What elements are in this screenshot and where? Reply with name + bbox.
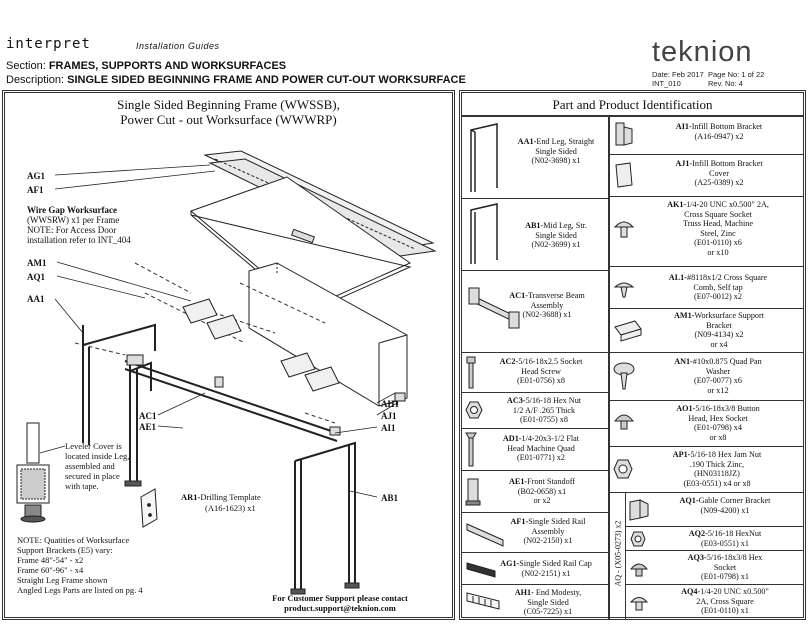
part-ag1: AG1-Single Sided Rail Cap(N02-2151) x1 (462, 553, 608, 585)
aq-group-label-strip: AQ - (X05-0273) x2 (610, 493, 626, 620)
meta-rev: Rev. No: 4 (708, 79, 743, 88)
callout-aa1: AA1 (27, 294, 45, 304)
modesty-panel-drawing (248, 262, 408, 407)
part-ah1: AH1- End Modesty,Single Sided(C05-7225) … (462, 585, 608, 620)
self-tap-screw-icon (613, 282, 635, 298)
screw-icon (465, 432, 477, 467)
bracket-cover-icon (615, 162, 633, 188)
part-ab1: AB1-Mid Leg, Str.Single Sided(N02-3699) … (462, 199, 608, 271)
parts-identification-panel: Part and Product Identification AA1-End … (459, 90, 806, 620)
part-ai1: AI1-Infill Bottom Bracket(A16-0947) x2 (610, 117, 803, 155)
callout-am1: AM1 (27, 258, 47, 268)
document-meta: Date: Feb 2017 Page No: 1 of 22 INT_010 Re… (652, 70, 764, 88)
rail-icon (466, 523, 504, 547)
worksurface-quantity-note: NOTE: Quatities of Worksurface Support B… (17, 535, 143, 595)
section-label: Section: (6, 60, 49, 72)
description-label: Description: (6, 74, 68, 86)
truss-screw-icon (630, 597, 648, 611)
corner-bracket-icon (629, 499, 649, 521)
part-aq2: AQ2-5/16-18 HexNut(E03-0551) x1 (626, 527, 803, 551)
description-value: SINGLE SIDED BEGINNING FRAME AND POWER C… (67, 74, 466, 86)
part-aq1: AQ1-Gable Corner Bracket(N09-4200) x1 (626, 493, 803, 527)
screw-icon (466, 356, 476, 389)
diagram-title: Single Sided Beginning Frame (WWSSB), Po… (5, 97, 452, 127)
leg-feet-drawing (124, 480, 360, 595)
drilling-template-label: AR1-Drilling Template (181, 492, 261, 502)
callout-aj1: AJ1 (381, 411, 397, 421)
modesty-panel-icon (466, 592, 500, 610)
callout-af1: AF1 (27, 185, 44, 195)
wire-gap-line3: installation refer to INT_404 (27, 235, 131, 245)
support-bracket-icon (614, 320, 642, 342)
callout-ab1: AB1 (381, 493, 399, 503)
truss-screw-icon (613, 221, 635, 238)
bracket-icon (615, 122, 633, 146)
aq-hardware-group: AQ - (X05-0273) x2 AQ1-Gable Corner Brac… (610, 493, 803, 620)
support-email: product.support@teknion.com (284, 603, 396, 613)
section-value: FRAMES, SUPPORTS AND WORKSURFACES (48, 60, 287, 72)
meta-page: Page No: 1 of 22 (708, 70, 765, 79)
leveler-note: Leveler Cover is located inside Leg, ass… (65, 441, 130, 491)
aq-group-label: AQ - (X05-0273) x2 (613, 520, 623, 587)
description-line: Description: SINGLE SIDED BEGINNING FRAM… (6, 74, 466, 86)
meta-date: Date: Feb 2017 (652, 70, 704, 79)
hex-nut-icon (630, 531, 646, 547)
part-ap1: AP1-5/16-18 Hex Jam Nut.190 Thick Zinc,(… (610, 447, 803, 493)
rail-cap-icon (466, 562, 496, 578)
brand-interpret: interpret (6, 36, 91, 52)
button-head-screw-icon (630, 563, 648, 577)
wire-gap-title: Wire Gap Worksurface (27, 205, 117, 215)
customer-support-note: For Customer Support please contact prod… (253, 593, 427, 613)
drilling-template-part: (A16-1623) x1 (205, 503, 256, 513)
parts-column-right: AI1-Infill Bottom Bracket(A16-0947) x2 A… (610, 117, 803, 620)
pan-screw-icon (613, 362, 635, 390)
parts-panel-title: Part and Product Identification (462, 93, 803, 117)
drilling-template-drawing (140, 488, 158, 528)
section-line: Section: FRAMES, SUPPORTS AND WORKSURFAC… (6, 60, 286, 72)
diagram-title-line1: Single Sided Beginning Frame (WWSSB), (117, 97, 340, 112)
callout-ah1: AH1 (381, 399, 399, 409)
callout-ac1: AC1 (139, 411, 157, 421)
button-head-screw-icon (613, 414, 635, 430)
callout-aq1: AQ1 (27, 272, 45, 282)
callout-ag1: AG1 (27, 171, 45, 181)
exploded-assembly-drawing (16, 150, 437, 595)
callout-ae1: AE1 (139, 422, 157, 432)
hex-nut-icon (613, 459, 633, 479)
diagram-title-line2: Power Cut - out Worksurface (WWWRP) (120, 112, 337, 127)
support-brackets-drawing (182, 298, 340, 392)
wire-gap-line2: NOTE: For Access Door (27, 225, 117, 235)
wire-gap-line1: (WWSRW) x1 per Frame (27, 215, 120, 225)
part-ak1: AK1-1/4-20 UNC x0.500" 2A,Cross Square S… (610, 197, 803, 267)
hardware-drawing (126, 354, 406, 436)
standoff-icon (465, 478, 481, 506)
callout-leader-lines (39, 164, 398, 498)
frame-drawing (82, 323, 398, 593)
beam-icon (468, 287, 520, 329)
part-aq4: AQ4-1/4-20 UNC x0.500"2A, Cross Square(E… (626, 585, 803, 620)
leg-frame-icon (470, 123, 498, 192)
brand-subtitle: Installation Guides (136, 41, 220, 51)
meta-doc-id: INT_010 (652, 79, 681, 88)
leveler-inset-drawing (16, 422, 50, 523)
brand-teknion-logo: teknion (652, 36, 753, 68)
callout-ai1: AI1 (381, 423, 396, 433)
leg-frame-icon (470, 203, 498, 264)
hex-nut-icon (465, 401, 483, 419)
assembly-diagram-panel: Single Sided Beginning Frame (WWSSB), Po… (2, 90, 455, 620)
